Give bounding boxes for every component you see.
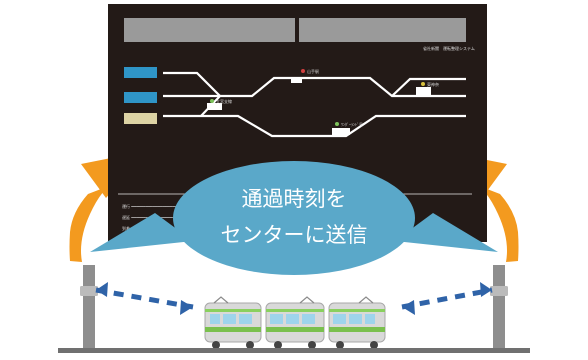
- station-higashikanagawa-label: 東神奈: [427, 81, 439, 87]
- status-line-2: 遅延 ━━━━━━━━━━━━━━━━━━━━━━━━━━━━━━━━: [122, 214, 209, 220]
- station-yamanote-sign: [291, 77, 302, 83]
- right-trackside-pole: [490, 265, 508, 349]
- left-orange-arrow-body: [69, 184, 114, 262]
- right-communication-link: [401, 282, 493, 315]
- ground-track: [58, 348, 530, 353]
- train-window: [333, 314, 346, 324]
- bubble-tail-right: [395, 213, 498, 252]
- train-window: [210, 314, 220, 324]
- left-dashed-line: [95, 287, 194, 310]
- right-dashed-arrowhead-b: [480, 282, 492, 297]
- station-yamanote-dot: [301, 69, 305, 73]
- station-higashikanagawa-dot: [421, 82, 425, 86]
- lane-marker-3: [124, 113, 157, 124]
- train-stripe-bottom-2: [266, 327, 324, 332]
- bubble-ellipse: [173, 161, 415, 275]
- status-line-1: 運行 ━━━━━━━━━━━━━━━━━━━━━━━━━━━━━━━━: [122, 203, 209, 209]
- right-orange-arrow-body: [474, 184, 519, 262]
- station-higashikanagawa-sign: [416, 87, 431, 95]
- track-lower: [163, 114, 466, 138]
- train-stripe-top-3: [329, 309, 385, 312]
- left-trackside-pole: [80, 265, 98, 349]
- station-omiya-dot: [210, 99, 214, 103]
- board-header-left: [124, 18, 295, 42]
- station-yamanote-label: 山手駅: [307, 68, 319, 74]
- lane-marker-1: [124, 67, 157, 78]
- train-window: [302, 314, 315, 324]
- left-dashed-arrowhead-a: [96, 282, 108, 297]
- train-stripe-top-2: [266, 309, 324, 312]
- station-wonderland: ﾜﾝﾀﾞｰﾗﾝﾄﾞ号: [332, 121, 363, 135]
- bubble-line-2: センターに送信: [221, 223, 368, 247]
- board-header-right: [299, 18, 466, 42]
- pantograph: [299, 296, 315, 304]
- station-yamanote: 山手駅: [291, 68, 319, 83]
- wheel: [336, 341, 344, 349]
- right-sensor-box: [490, 286, 508, 296]
- bubble-line-1: 通過時刻を: [242, 187, 347, 211]
- train: [204, 296, 386, 349]
- left-communication-link: [95, 282, 194, 315]
- train-stripe-top-1: [205, 309, 261, 312]
- pantograph: [213, 296, 229, 304]
- station-higashikanagawa: 東神奈: [416, 81, 439, 95]
- bubble-tail-left: [90, 213, 193, 252]
- station-omiya-label: 大宮支線: [216, 98, 232, 104]
- train-stripe-bottom-1: [205, 327, 261, 332]
- train-window: [365, 314, 375, 324]
- speech-bubble: 通過時刻を センターに送信: [90, 161, 498, 275]
- wheel: [274, 341, 282, 349]
- train-window: [286, 314, 299, 324]
- wheel: [212, 341, 220, 349]
- left-dashed-arrowhead-b: [180, 300, 193, 315]
- station-omiya-sign: [207, 103, 222, 110]
- station-wonderland-sign: [332, 128, 350, 135]
- right-pole: [493, 265, 505, 349]
- track-upper-left: [163, 71, 221, 97]
- system-label: 省社新聞 運転整理システム: [423, 45, 475, 51]
- left-sensor-box: [80, 286, 98, 296]
- track-right-spur: [391, 77, 466, 97]
- pantograph: [358, 296, 374, 304]
- wheel: [370, 341, 378, 349]
- wheel: [246, 341, 254, 349]
- wheel: [308, 341, 316, 349]
- lane-marker-2: [124, 92, 157, 103]
- train-window: [239, 314, 252, 324]
- train-window: [270, 314, 283, 324]
- track-middle: [163, 76, 466, 98]
- right-dashed-line: [401, 287, 493, 310]
- train-window: [349, 314, 362, 324]
- station-wonderland-label: ﾜﾝﾀﾞｰﾗﾝﾄﾞ号: [341, 121, 363, 127]
- right-dashed-arrowhead-a: [402, 300, 415, 315]
- station-wonderland-dot: [335, 122, 339, 126]
- train-stripe-bottom-3: [329, 327, 385, 332]
- train-window: [223, 314, 236, 324]
- left-pole: [83, 265, 95, 349]
- station-omiya: 大宮支線: [207, 98, 232, 110]
